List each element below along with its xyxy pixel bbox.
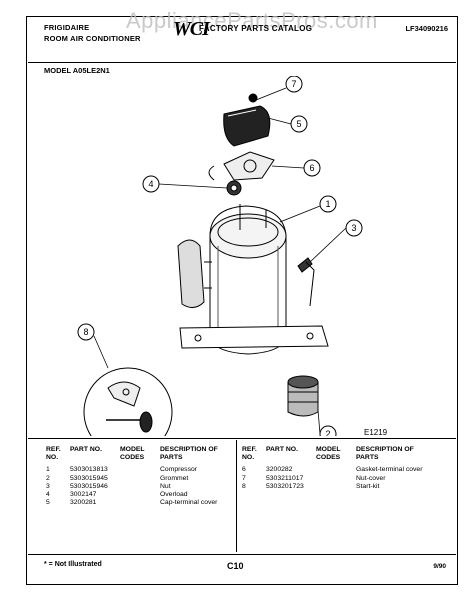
- callout-5: 5: [290, 115, 308, 133]
- callout-8: 8: [77, 323, 95, 341]
- catalog-title: FACTORY PARTS CATALOG: [199, 24, 313, 33]
- revision-date: 9/90: [433, 563, 446, 570]
- callout-7: 7: [285, 76, 303, 93]
- terminal-gasket: [208, 151, 275, 181]
- svg-text:8: 8: [83, 327, 88, 337]
- svg-text:1: 1: [325, 199, 330, 209]
- page-frame: [26, 16, 458, 585]
- col-model: MODEL CODES: [316, 446, 341, 462]
- parts-table-right: REF. NO. PART NO. MODEL CODES DESCRIPTIO…: [242, 446, 428, 491]
- col-part: PART NO.: [70, 446, 102, 453]
- svg-text:3: 3: [351, 223, 356, 233]
- compressor: [177, 204, 329, 355]
- col-ref: REF. NO.: [242, 446, 257, 462]
- col-model: MODEL CODES: [120, 446, 145, 462]
- svg-text:6: 6: [309, 163, 314, 173]
- model-number: MODEL A05LE2N1: [44, 66, 110, 75]
- callout-1: 1: [319, 195, 337, 213]
- svg-text:7: 7: [291, 79, 296, 89]
- diagram-code: E1219: [364, 428, 388, 437]
- watermark: AppliancePartsPros.com: [126, 8, 378, 33]
- col-part: PART NO.: [266, 446, 298, 453]
- col-desc: DESCRIPTION OF PARTS: [356, 446, 414, 462]
- exploded-parts-drawing: 7 5 6 4 1 3 2 8: [77, 76, 363, 436]
- brand-name: FRIGIDAIRE: [44, 23, 90, 32]
- callout-circles: 7 5 6 4 1 3 2 8: [77, 76, 363, 436]
- catalog-number: LF34090216: [405, 24, 448, 33]
- not-illustrated-note: * = Not Illustrated: [44, 561, 102, 568]
- wci-logo: WCI: [173, 18, 210, 40]
- callout-2: 2: [319, 425, 337, 436]
- callout-4: 4: [142, 175, 160, 193]
- col-ref: REF. NO.: [46, 446, 61, 462]
- nut: [297, 257, 315, 307]
- table-header-row: REF. NO. PART NO. MODEL CODES DESCRIPTIO…: [46, 446, 234, 466]
- header-rule: [28, 62, 456, 63]
- grommet: [287, 375, 319, 417]
- start-kit-inset: [83, 367, 173, 436]
- table-header-row: REF. NO. PART NO. MODEL CODES DESCRIPTIO…: [242, 446, 428, 466]
- svg-text:2: 2: [325, 429, 330, 436]
- col-desc: DESCRIPTION OF PARTS: [160, 446, 218, 462]
- table-column-divider: [236, 440, 237, 552]
- page-number: C10: [227, 561, 244, 571]
- parts-table-left: REF. NO. PART NO. MODEL CODES DESCRIPTIO…: [46, 446, 234, 507]
- table-top-rule: [28, 438, 456, 439]
- svg-text:4: 4: [148, 179, 153, 189]
- footer-rule: [28, 554, 456, 555]
- header-left: FRIGIDAIRE ROOM AIR CONDITIONER: [44, 22, 141, 44]
- callout-6: 6: [303, 159, 321, 177]
- svg-text:5: 5: [296, 119, 301, 129]
- product-name: ROOM AIR CONDITIONER: [44, 34, 141, 43]
- cap-terminal-cover: [223, 93, 271, 147]
- callout-3: 3: [345, 219, 363, 237]
- overload: [226, 180, 242, 196]
